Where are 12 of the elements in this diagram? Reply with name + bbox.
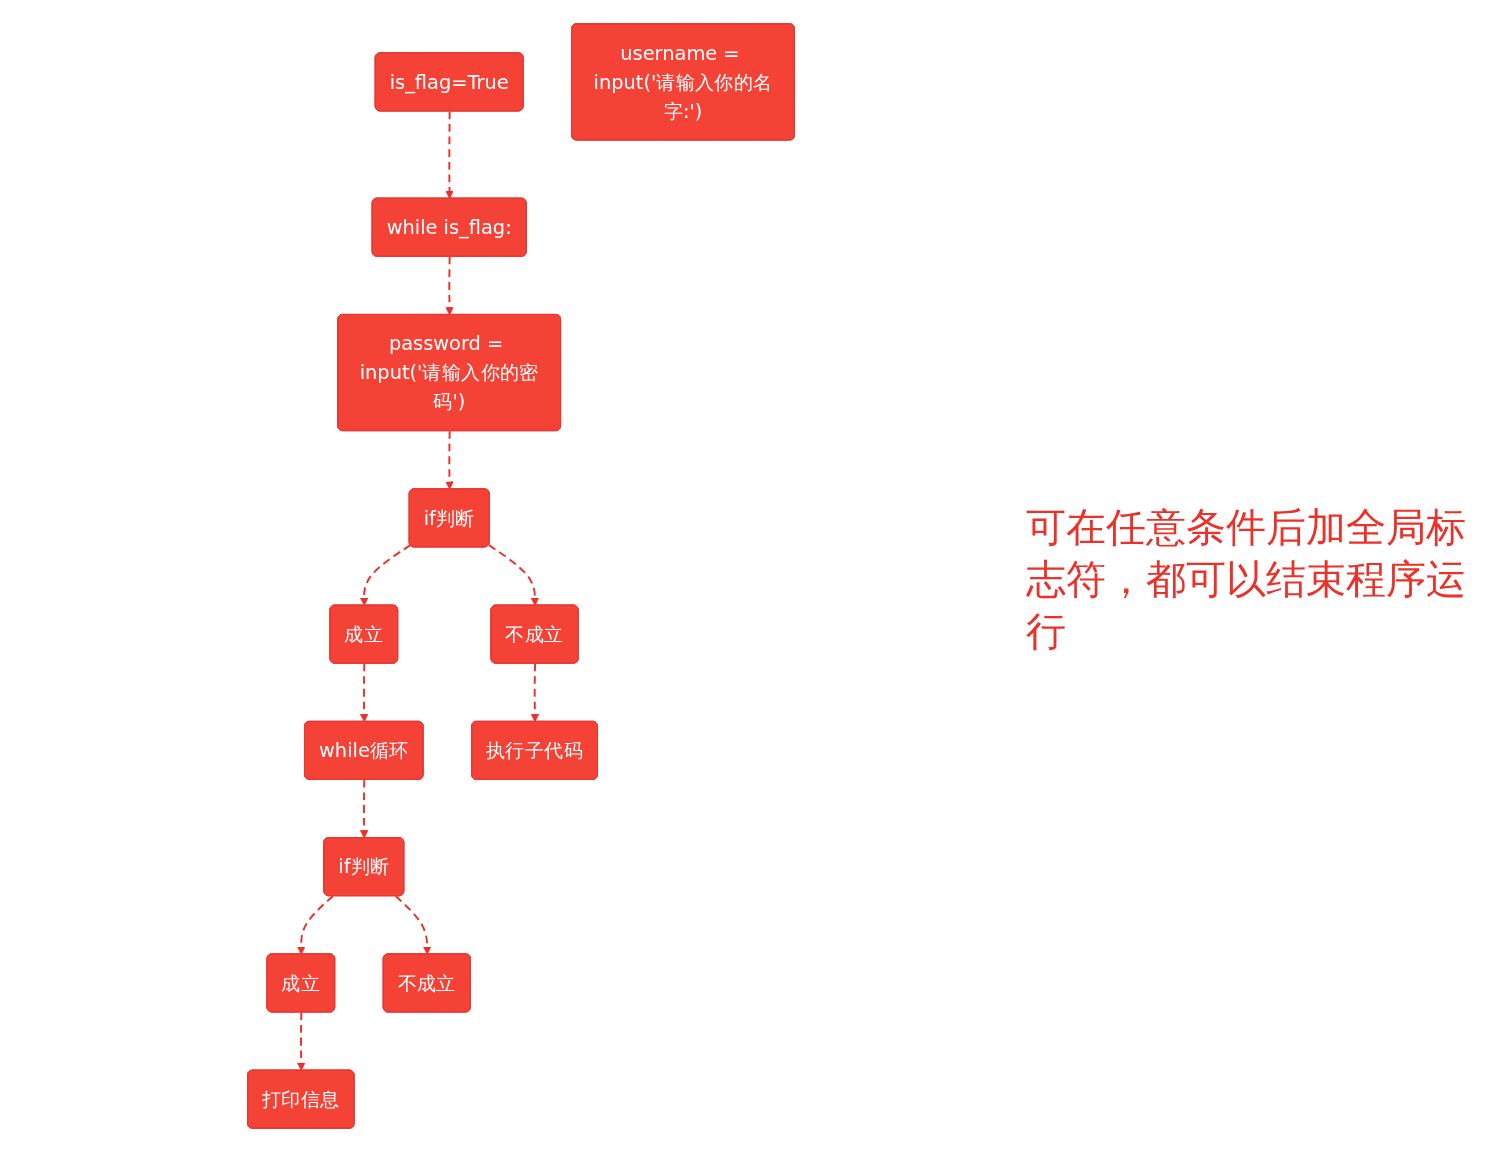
arrow: [530, 662, 540, 723]
arrow: [394, 895, 432, 955]
arrow: [296, 895, 334, 955]
arrow: [445, 110, 454, 199]
arrow: [445, 255, 454, 316]
note-text: 可在任意条件后加全局标志符，都可以结束程序运行: [1026, 503, 1467, 656]
arrow: [359, 662, 369, 723]
arrow: [445, 430, 454, 490]
arrow: [296, 1011, 306, 1071]
arrow: [359, 778, 369, 839]
arrow: [487, 544, 540, 606]
arrow: [359, 544, 412, 606]
